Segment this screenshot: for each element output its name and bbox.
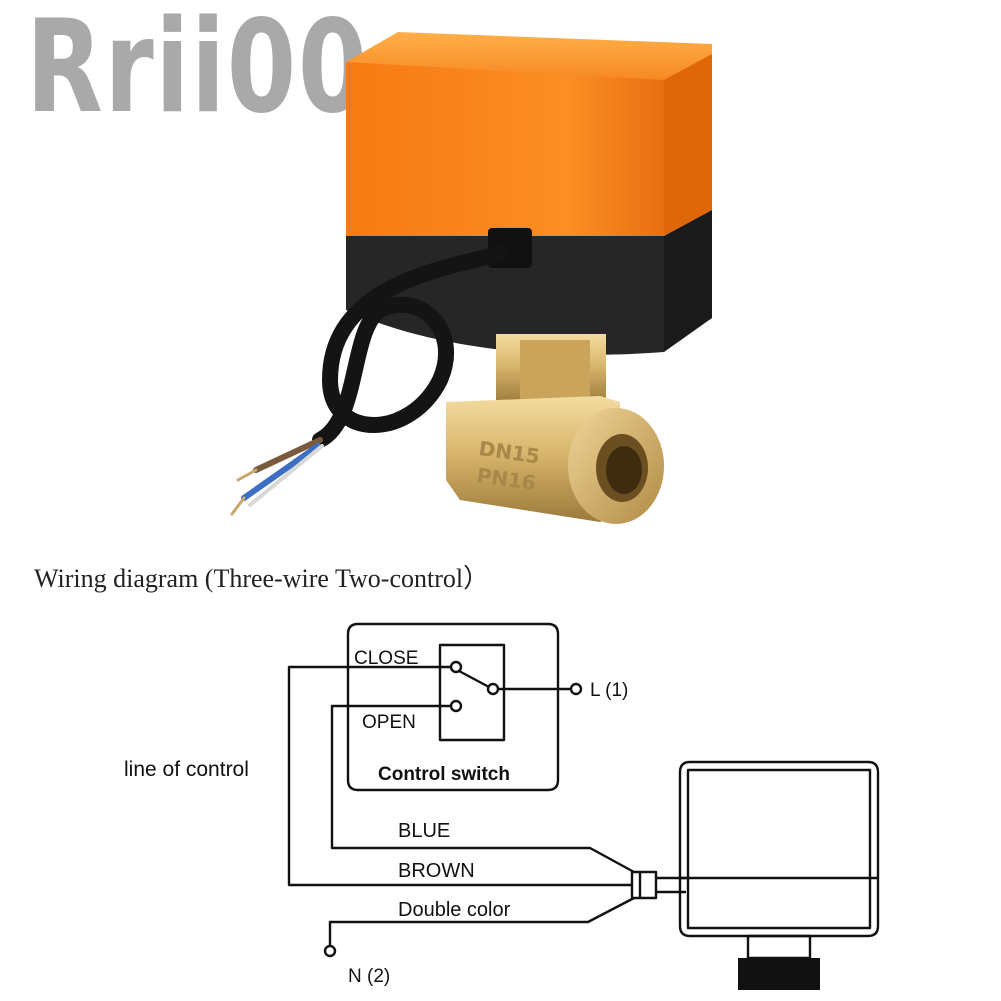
diagram-caption: Wiring diagram (Three-wire Two-control） — [34, 564, 490, 593]
double-color-wire-path — [328, 896, 635, 946]
valve-product-illustration: DN15 PN16 — [230, 32, 712, 524]
brand-watermark: Rrii00 — [26, 0, 369, 142]
actuator-stem — [738, 958, 820, 990]
blue-wire-path — [330, 704, 635, 874]
control-switch-box — [346, 622, 560, 792]
neutral-terminal-label: N (2) — [348, 966, 390, 987]
control-switch-label: Control switch — [378, 764, 510, 785]
control-line-label: line of control — [124, 758, 249, 781]
live-terminal-label: L (1) — [590, 680, 628, 701]
switch-lever — [458, 669, 490, 689]
blue-wire-label: BLUE — [398, 820, 450, 842]
brown-wire-label: BROWN — [398, 860, 475, 882]
brown-wire-path — [287, 665, 632, 887]
actuator-outline — [678, 760, 880, 960]
switch-contact-frame — [438, 643, 506, 742]
wire-connector — [630, 870, 658, 900]
open-label: OPEN — [362, 712, 416, 733]
live-terminal — [569, 682, 583, 696]
valve-stem — [496, 334, 606, 404]
double-color-wire-label: Double color — [398, 899, 511, 921]
neutral-terminal — [323, 944, 337, 958]
common-contact — [486, 682, 500, 696]
power-cable — [230, 246, 508, 516]
valve-body: DN15 PN16 — [446, 396, 664, 524]
open-contact — [449, 699, 463, 713]
close-label: CLOSE — [354, 648, 418, 669]
